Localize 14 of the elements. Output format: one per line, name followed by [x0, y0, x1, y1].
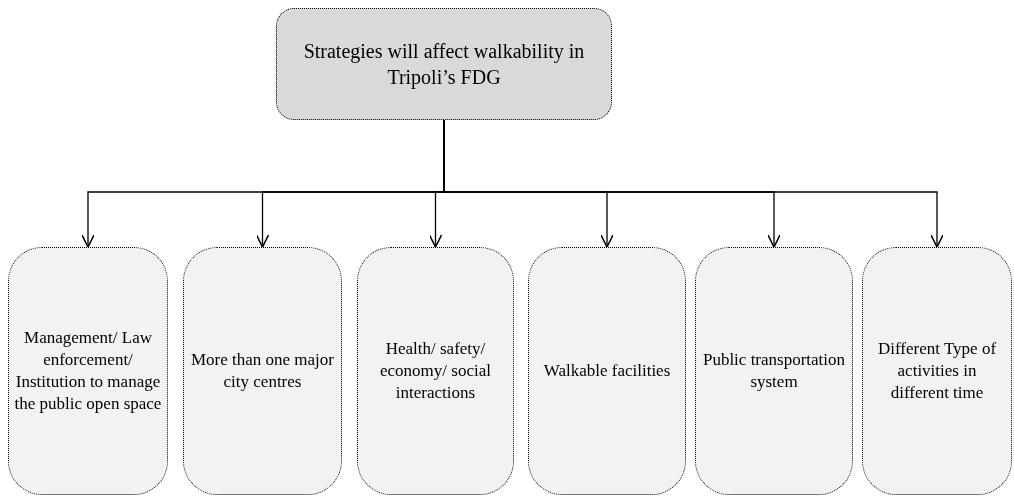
strategy-box: [8, 247, 168, 495]
strategy-box: [862, 247, 1012, 495]
root-box: [276, 8, 612, 120]
box-text: Strategies will affect walkability in Tripoli’s FDG: [302, 39, 586, 90]
box-text: Management/ Law enforcement/ Institution to manage the public open space: [13, 326, 163, 416]
box-text: Health/ safety/ economy/ social interactions: [379, 337, 492, 405]
strategy-box: [528, 247, 686, 495]
box-text: Public transportation system: [701, 348, 847, 393]
strategy-box: [183, 247, 342, 495]
box-text: More than one major city centres: [189, 348, 335, 393]
strategy-box: [695, 247, 853, 495]
box-text: Walkable facilities: [542, 359, 672, 382]
strategy-box: [357, 247, 514, 495]
box-text: Different Type of activities in different time: [876, 337, 998, 405]
